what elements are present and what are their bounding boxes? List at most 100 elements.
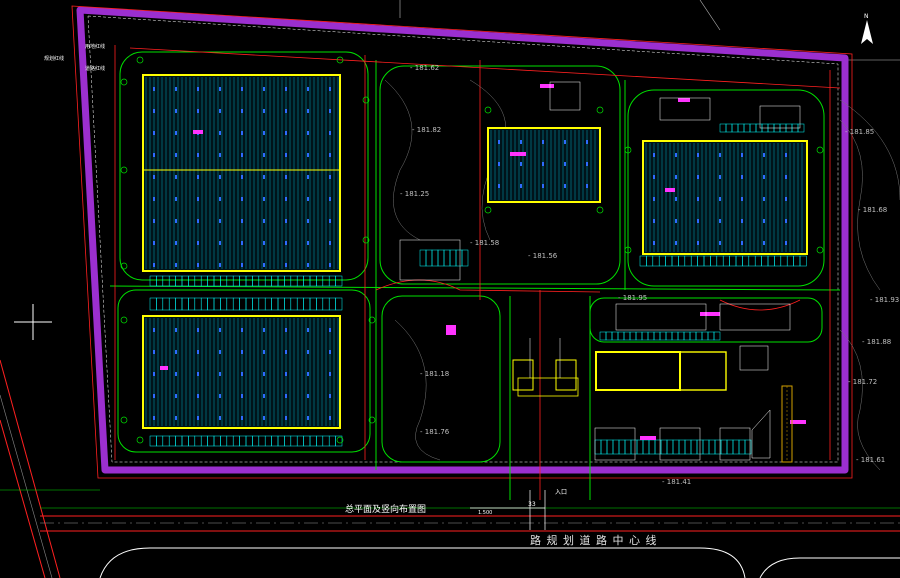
- column-mark: [197, 219, 199, 223]
- column-mark: [285, 416, 287, 420]
- axis-bubble: [368, 316, 376, 324]
- column-mark: [197, 372, 199, 376]
- red-utility-lines: [114, 45, 841, 500]
- column-mark: [153, 263, 155, 267]
- column-mark: [263, 372, 265, 376]
- column-mark: [153, 87, 155, 91]
- column-mark: [241, 131, 243, 135]
- column-mark: [520, 162, 522, 166]
- elevation-label-e13: - 181.72: [848, 378, 877, 386]
- column-mark: [197, 87, 199, 91]
- column-mark: [285, 263, 287, 267]
- column-mark: [697, 153, 699, 157]
- column-mark: [219, 328, 221, 332]
- parking-stall: [461, 249, 469, 267]
- column-mark: [175, 241, 177, 245]
- column-mark: [307, 219, 309, 223]
- column-mark: [542, 184, 544, 188]
- column-mark: [498, 184, 500, 188]
- column-mark: [741, 241, 743, 245]
- parking-stall: [799, 255, 807, 267]
- axis-bubble: [624, 246, 632, 254]
- elevation-label-e4: - 181.56: [528, 252, 558, 260]
- column-mark: [785, 153, 787, 157]
- column-mark: [263, 175, 265, 179]
- column-mark: [741, 197, 743, 201]
- column-mark: [263, 263, 265, 267]
- column-mark: [197, 350, 199, 354]
- column-mark: [719, 175, 721, 179]
- column-mark: [153, 416, 155, 420]
- column-mark: [219, 87, 221, 91]
- column-mark: [675, 153, 677, 157]
- column-mark: [153, 350, 155, 354]
- axis-bubble: [368, 416, 376, 424]
- column-mark: [697, 175, 699, 179]
- axis-bubble: [120, 316, 128, 324]
- column-mark: [329, 416, 331, 420]
- column-mark: [329, 109, 331, 113]
- axis-bubble: [336, 56, 344, 64]
- axis-bubble: [596, 206, 604, 214]
- column-mark: [329, 328, 331, 332]
- column-mark: [763, 241, 765, 245]
- column-mark: [785, 197, 787, 201]
- column-mark: [329, 197, 331, 201]
- column-mark: [285, 131, 287, 135]
- axis-bubble: [336, 436, 344, 444]
- column-mark: [197, 416, 199, 420]
- elevation-label-e3: - 181.25: [400, 190, 429, 198]
- column-mark: [153, 175, 155, 179]
- elevation-label-e5: - 181.85: [845, 128, 874, 136]
- column-mark: [285, 197, 287, 201]
- roof-hatch-3: [490, 130, 596, 200]
- column-mark: [329, 131, 331, 135]
- note-road-redline: 道路红线: [85, 65, 105, 72]
- column-mark: [241, 328, 243, 332]
- column-mark: [197, 241, 199, 245]
- building-warehouse-1: [142, 74, 341, 272]
- axis-bubble: [816, 246, 824, 254]
- road-centerline-label: 路 规 划 道 路 中 心 线: [530, 533, 657, 547]
- roof-hatch-2: [145, 318, 339, 426]
- column-mark: [307, 372, 309, 376]
- axis-bubble: [120, 78, 128, 86]
- column-mark: [719, 197, 721, 201]
- column-mark: [586, 162, 588, 166]
- column-mark: [175, 109, 177, 113]
- column-mark: [175, 219, 177, 223]
- axis-bubble: [484, 206, 492, 214]
- column-mark: [329, 153, 331, 157]
- column-mark: [175, 87, 177, 91]
- column-mark: [241, 153, 243, 157]
- parking-stall: [335, 297, 343, 311]
- elevation-label-e1: - 181.62: [410, 64, 439, 72]
- column-mark: [653, 219, 655, 223]
- column-mark: [498, 162, 500, 166]
- column-mark: [241, 109, 243, 113]
- column-mark: [520, 140, 522, 144]
- column-mark: [219, 372, 221, 376]
- column-mark: [719, 241, 721, 245]
- column-mark: [241, 394, 243, 398]
- parking-stall: [744, 439, 752, 455]
- column-mark: [307, 263, 309, 267]
- column-mark: [785, 175, 787, 179]
- column-mark: [653, 175, 655, 179]
- entrance-label: 入口: [555, 489, 567, 496]
- axis-bubble: [120, 166, 128, 174]
- axis-bubble: [362, 96, 370, 104]
- column-mark: [329, 241, 331, 245]
- column-mark: [285, 109, 287, 113]
- column-mark: [241, 241, 243, 245]
- elevation-label-e12: - 181.61: [856, 456, 885, 464]
- column-mark: [329, 87, 331, 91]
- column-mark: [241, 263, 243, 267]
- column-mark: [153, 153, 155, 157]
- column-mark: [763, 197, 765, 201]
- cad-cursor-crosshair: [14, 304, 52, 340]
- axis-bubble: [624, 146, 632, 154]
- building-warehouse-3: [487, 127, 601, 203]
- site-boundary: [71, 5, 853, 479]
